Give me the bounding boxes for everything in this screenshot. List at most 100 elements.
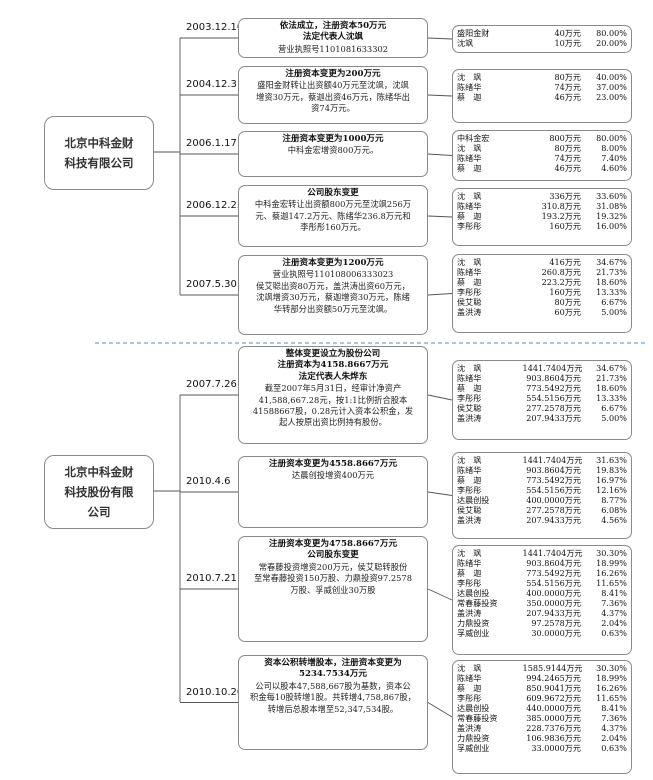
shareholder-percent: 16.97% [596,475,627,485]
shareholder-amount: 74万元 [554,82,582,92]
event-title: 资本公积转增股本，注册资本变更为 [264,658,402,668]
shareholder-percent: 6.67% [601,403,627,413]
shareholder-amount: 1441.7404万元 [522,455,583,465]
event-title: 依法成立，注册资本50万元 [279,21,387,31]
shareholder-name: 蔡 迦 [457,683,482,693]
shareholder-amount: 223.2万元 [541,277,581,287]
connector-line [427,702,453,718]
shareholder-amount: 80万元 [554,297,582,307]
shareholder-percent: 4.37% [601,723,627,733]
event-title: 5234.7534万元 [298,669,368,680]
shareholder-amount: 60万元 [554,307,582,317]
event-description: 常春藤投资增资200万元，侯艾聪转股份 [258,561,408,572]
shareholder-amount: 46万元 [554,92,582,102]
event-description: 至常春藤投资150万股、力鼎投资97.2578 [253,573,412,584]
shareholder-name: 蔡 迦 [457,92,482,102]
shareholder-name: 侯艾聪 [457,297,482,307]
shareholder-name: 陈绪华 [457,153,482,163]
shareholder-amount: 336万元 [549,191,581,201]
shareholder-row: 蔡 迦 46万元 23.00% [457,92,627,102]
shareholder-name: 力鼎投资 [457,618,490,628]
shareholder-name: 侯艾聪 [457,403,482,413]
shareholder-percent: 0.63% [601,743,627,753]
shareholder-percent: 18.99% [596,673,627,683]
shareholder-name: 李彤彤 [457,393,482,403]
shareholder-name: 孚威创业 [457,743,490,753]
event-box: 注册资本变更为1000万元中科金宏增资800万元。 [238,131,428,177]
event-date: 2010.7.21 [186,573,237,584]
shareholder-amount: 350.0000万元 [526,598,581,608]
event-description: 起人按原出资比例持有股份。 [279,417,387,428]
shareholder-amount: 80万元 [554,143,582,153]
shareholder-name: 盛阳金财 [457,28,490,38]
shareholder-percent: 5.00% [601,307,627,317]
shareholder-name: 侯艾聪 [457,505,482,515]
shareholder-percent: 37.00% [596,82,627,92]
event-box: 注册资本变更为4758.8667万元公司股东变更常春藤投资增资200万元，侯艾聪… [238,536,428,642]
shareholder-percent: 16.26% [596,568,627,578]
event-title: 注册资本变更为200万元 [285,69,381,79]
shareholder-percent: 4.37% [601,608,627,618]
shareholder-amount: 207.9433万元 [526,515,581,525]
event-description: 转增后总股本增至52,347,534股。 [267,703,399,714]
event-description: 万股、孚威创业30万股 [290,584,376,595]
shareholder-percent: 16.00% [596,221,627,231]
event-date: 2004.12.3 [186,79,237,90]
shareholder-name: 蔡 迦 [457,383,482,393]
event-box: 公司股东变更中科金宏转让出资额800万元至沈飒256万元、蔡迦147.2万元、陈… [238,185,428,247]
shareholder-row: 侯艾聪 277.2578万元 6.67% [457,403,627,413]
shareholder-amount: 10万元 [554,38,582,48]
shareholder-amount: 277.2578万元 [526,403,581,413]
shareholder-name: 达晨创投 [457,495,490,505]
shareholder-percent: 8.41% [601,588,627,598]
shareholder-row: 陈绪华 74万元 7.40% [457,153,627,163]
shareholder-percent: 7.40% [601,153,627,163]
shareholder-amount: 310.8万元 [541,201,581,211]
shareholder-name: 陈绪华 [457,465,482,475]
connector-line [427,491,453,496]
company-box-joint-stock: 北京中科金财科技股份有限公司 [44,455,154,529]
shareholder-percent: 5.00% [601,413,627,423]
event-description: 元、蔡迦147.2万元、陈绪华236.8万元和 [255,210,411,221]
event-description: 营业执照号110108006333023 [272,269,394,280]
event-title: 法定代表人朱烨东 [298,371,368,382]
shareholder-name: 力鼎投资 [457,733,490,743]
event-description: 李彤彤160万元。 [300,222,366,233]
shareholder-percent: 7.36% [601,598,627,608]
shareholder-amount: 903.8604万元 [526,373,581,383]
shareholder-percent: 19.83% [596,465,627,475]
shareholder-percent: 20.00% [596,38,627,48]
shareholder-percent: 23.00% [596,92,627,102]
shareholder-amount: 80万元 [554,72,582,82]
event-description: 公司以股本47,588,667股为基数，资本公 [255,680,411,691]
shareholder-percent: 8.00% [601,143,627,153]
shareholder-percent: 8.41% [601,703,627,713]
shareholder-percent: 8.77% [601,495,627,505]
shareholder-name: 陈绪华 [457,373,482,383]
shareholder-amount: 74万元 [554,153,582,163]
shareholder-name: 陈绪华 [457,558,482,568]
shareholder-amount: 46万元 [554,163,582,173]
